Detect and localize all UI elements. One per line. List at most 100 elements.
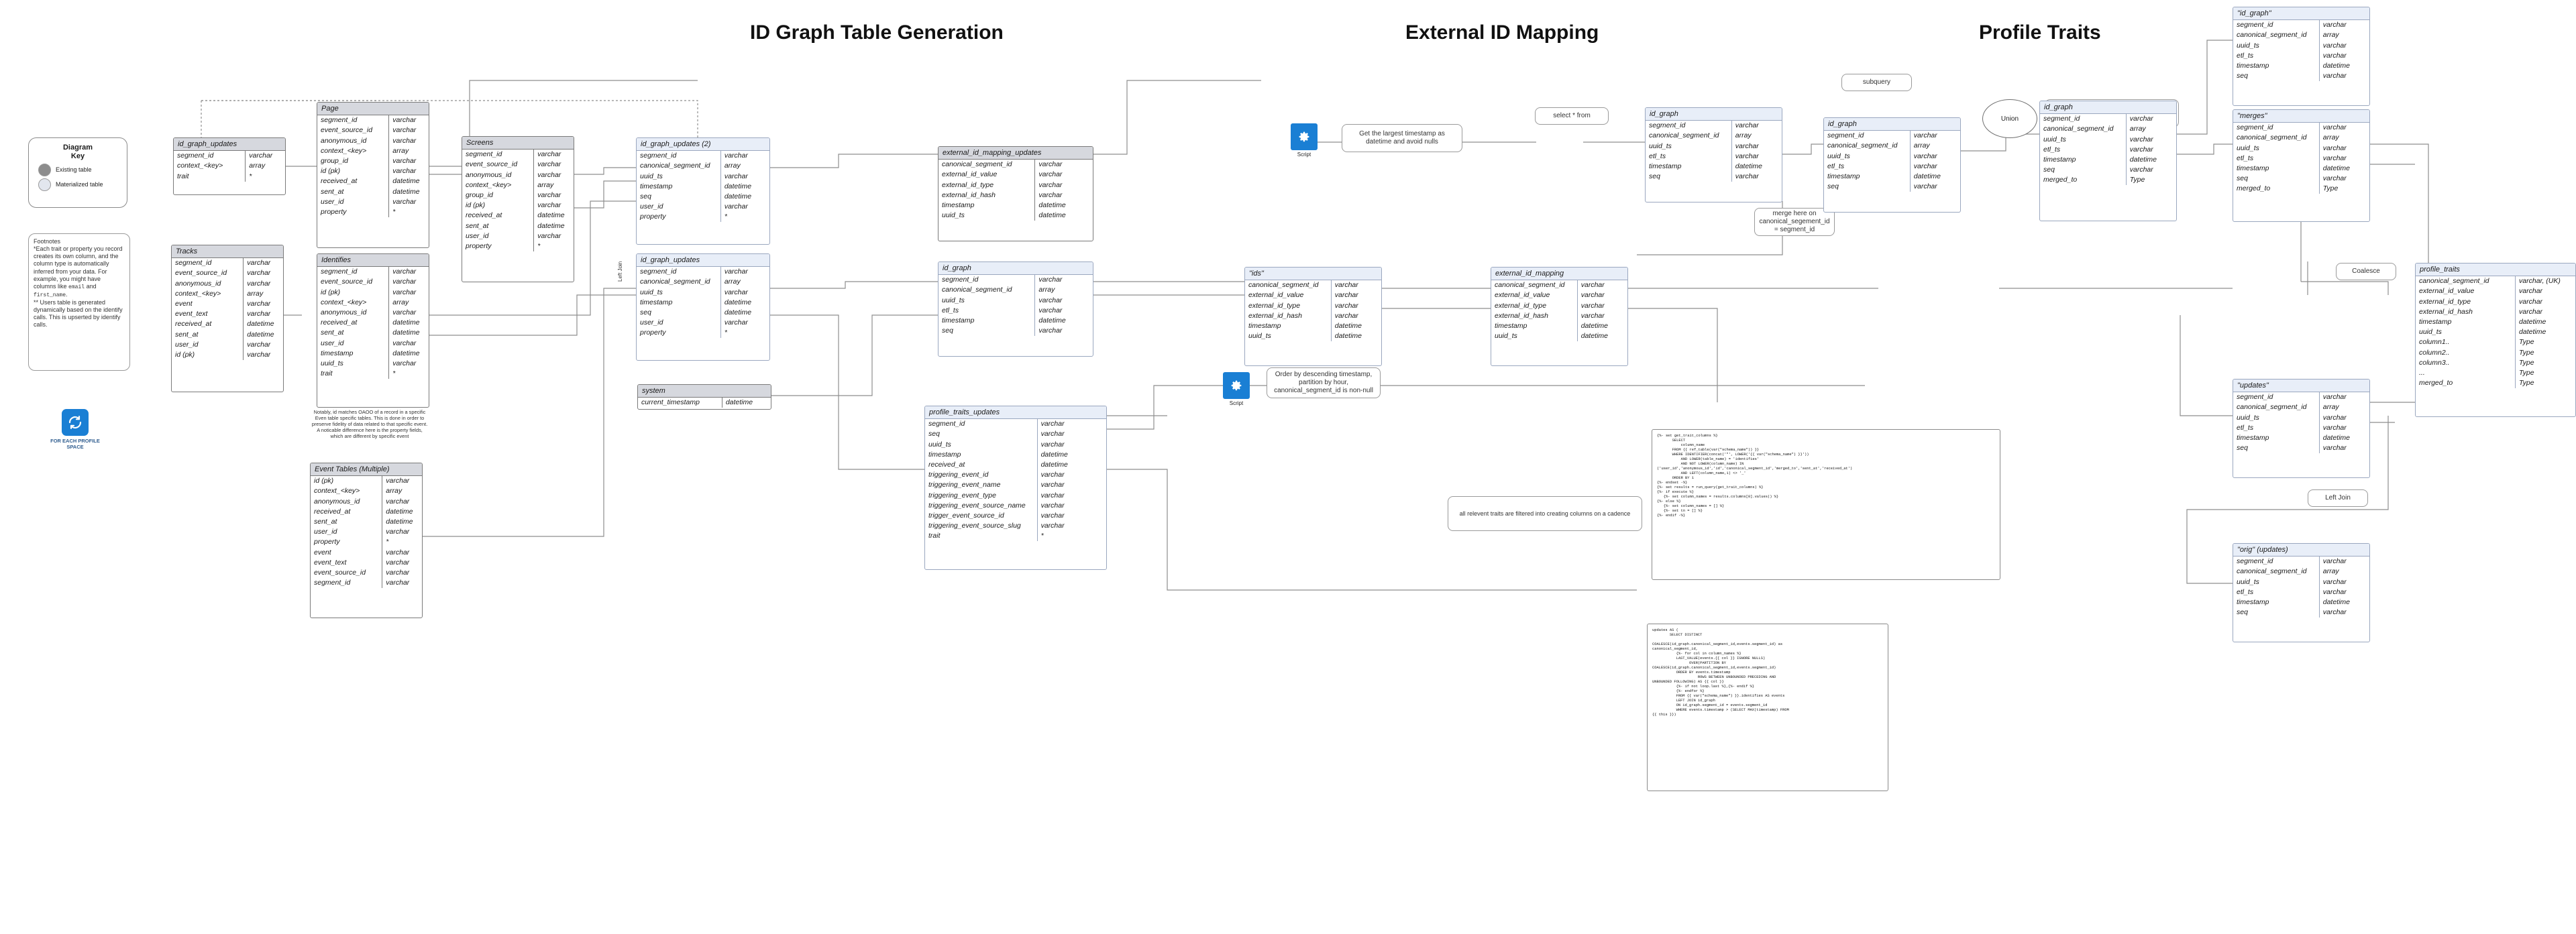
table-row: trait* bbox=[317, 369, 429, 380]
column-name: timestamp bbox=[1245, 320, 1332, 332]
column-name: group_id bbox=[462, 190, 535, 201]
column-type: varchar bbox=[2322, 423, 2347, 432]
column-type: Type bbox=[2519, 358, 2534, 367]
entity-table-title: "updates" bbox=[2233, 380, 2369, 392]
column-name: timestamp bbox=[1824, 171, 1911, 182]
entity-table-title: Page bbox=[317, 103, 429, 115]
table-row: property* bbox=[637, 212, 769, 223]
column-type: * bbox=[537, 241, 541, 250]
column-name: timestamp bbox=[2416, 316, 2516, 328]
footnotes-line-1: *Each trait or property you record creat… bbox=[34, 245, 123, 298]
column-type: varchar bbox=[1040, 440, 1065, 449]
column-name: segment_id bbox=[2233, 557, 2320, 567]
column-name: uuid_ts bbox=[938, 211, 1036, 221]
column-type: Type bbox=[2519, 368, 2534, 377]
column-name: etl_ts bbox=[2233, 422, 2320, 433]
column-name: external_id_hash bbox=[1245, 310, 1332, 321]
union-node[interactable]: Union bbox=[1982, 99, 2037, 138]
column-type: varchar bbox=[1038, 296, 1063, 304]
table-row: ...Type bbox=[2416, 367, 2575, 379]
column-name: user_id bbox=[317, 338, 390, 349]
column-name: user_id bbox=[637, 318, 721, 329]
script-node-order-desc[interactable]: Script bbox=[1218, 372, 1255, 406]
column-type: Type bbox=[2519, 348, 2534, 357]
column-type: datetime bbox=[2519, 328, 2546, 337]
column-name: column2.. bbox=[2416, 347, 2516, 358]
entity-table-title: Tracks bbox=[172, 245, 283, 258]
column-name: group_id bbox=[317, 156, 390, 167]
column-type: datetime bbox=[1735, 162, 1763, 170]
column-name: current_timestamp bbox=[638, 398, 722, 408]
coalesce-node[interactable]: Coalesce bbox=[2336, 263, 2396, 280]
column-name: seq bbox=[938, 326, 1036, 337]
column-type: datetime bbox=[1580, 332, 1609, 341]
trait-filter-note: all relevent traits are filtered into cr… bbox=[1448, 496, 1642, 531]
materialized-table-label: Materialized table bbox=[56, 181, 103, 188]
column-type: varchar bbox=[2519, 297, 2543, 306]
subquery-node[interactable]: subquery bbox=[1841, 74, 1912, 91]
column-name: canonical_segment_id bbox=[938, 285, 1036, 296]
left-join-node-right[interactable]: Left Join bbox=[2308, 489, 2368, 507]
column-name: external_id_value bbox=[2416, 286, 2516, 297]
column-type: varchar bbox=[2322, 154, 2347, 162]
column-type: datetime bbox=[386, 507, 413, 516]
column-type: datetime bbox=[1580, 321, 1609, 330]
section-title-id-graph: ID Graph Table Generation bbox=[750, 21, 1004, 44]
column-type: datetime bbox=[2322, 433, 2351, 442]
column-name: segment_id bbox=[1824, 131, 1911, 141]
column-name: uuid_ts bbox=[317, 358, 390, 369]
column-name: timestamp bbox=[938, 315, 1036, 327]
column-name: property bbox=[311, 537, 383, 548]
materialized-table-swatch bbox=[38, 178, 51, 191]
column-type: datetime bbox=[2129, 155, 2157, 164]
script-node-largest-timestamp[interactable]: Script bbox=[1285, 123, 1323, 158]
select-from-node[interactable]: select * from bbox=[1535, 107, 1609, 125]
column-name: merged_to bbox=[2233, 184, 2320, 194]
column-name: user_id bbox=[462, 231, 535, 241]
column-type: varchar bbox=[2322, 123, 2347, 132]
left-join-vertical-label: Left Join bbox=[617, 261, 623, 282]
